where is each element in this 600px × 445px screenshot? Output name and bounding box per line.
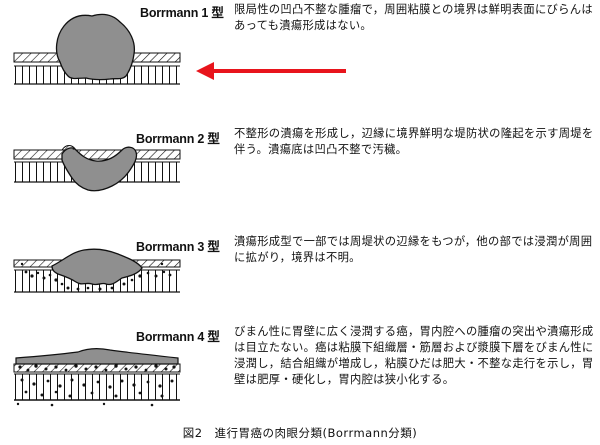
borrmann-type-3-panel: Borrmann 3 型 潰瘍形成型で一部では周堤状の辺縁をもつが，他の部では浸… bbox=[0, 226, 600, 326]
diffuse-infiltration-dots bbox=[16, 364, 176, 407]
type-description: 潰瘍形成型で一部では周堤状の辺縁をもつが，他の部では浸潤が周囲に拡がり，境界は不… bbox=[234, 235, 593, 264]
borrmann-type-4-panel: Borrmann 4 型 びまん性に胃壁に広く浸潤する癌，胃内腔への腫瘤の突出や… bbox=[0, 316, 600, 416]
type-label: Borrmann 3 型 bbox=[136, 240, 220, 254]
figure-caption: 図2 進行胃癌の肉眼分類(Borrmann分類) bbox=[182, 426, 418, 440]
type-description: びまん性に胃壁に広く浸潤する癌，胃内腔への腫瘤の突出や潰瘍形成は目立たない。癌は… bbox=[234, 325, 594, 386]
infiltrating-ulcer bbox=[51, 248, 143, 286]
type-4-diagram bbox=[13, 348, 181, 407]
type-1-diagram bbox=[13, 13, 181, 85]
red-arrow-icon bbox=[196, 62, 346, 80]
borrmann-type-2-panel: Borrmann 2 型 不整形の潰瘍を形成し，辺縁に境界鮮明な堤防状の隆起を示… bbox=[0, 118, 600, 218]
type-description: 不整形の潰瘍を形成し，辺縁に境界鮮明な堤防状の隆起を示す周堤を伴う。潰瘍底は凹凸… bbox=[234, 127, 594, 156]
infiltration-dots bbox=[20, 262, 172, 291]
type-label: Borrmann 2 型 bbox=[136, 132, 220, 146]
ulcer-with-rim bbox=[61, 146, 138, 192]
type-description: 限局性の凹凸不整な腫瘤で，周囲粘膜との境界は鮮明表面にびらんはあっても潰瘍形成は… bbox=[234, 3, 593, 32]
type-3-diagram bbox=[13, 248, 181, 293]
tumor-mass bbox=[55, 13, 136, 81]
borrmann-type-1-panel: Borrmann 1 型 限局性の凹凸不整な腫瘤で，周囲粘膜との境界は鮮明表面に… bbox=[0, 0, 600, 100]
thickened-wall bbox=[15, 348, 179, 365]
type-label: Borrmann 4 型 bbox=[136, 330, 220, 344]
type-2-diagram bbox=[13, 145, 181, 192]
type-label: Borrmann 1 型 bbox=[140, 6, 224, 20]
